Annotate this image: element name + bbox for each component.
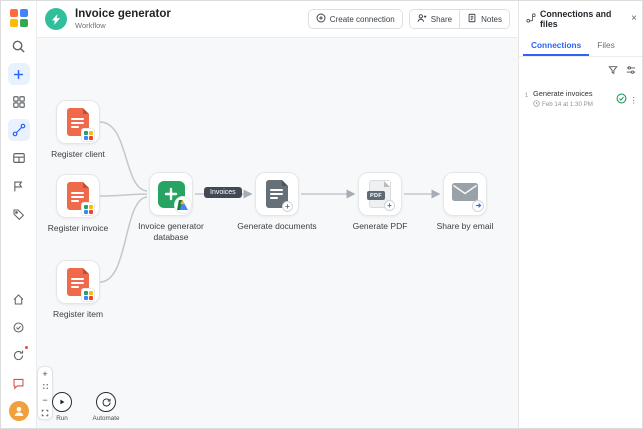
email-envelope-icon bbox=[443, 172, 487, 216]
panel-title: Connections and files bbox=[540, 9, 612, 29]
automate-label: Automate bbox=[92, 415, 120, 422]
drive-badge-icon bbox=[174, 196, 191, 213]
sort-settings-icon[interactable] bbox=[626, 62, 636, 80]
zoom-out-button[interactable]: − bbox=[42, 394, 48, 405]
node-generate-documents[interactable]: + Generate documents bbox=[232, 172, 322, 232]
workflow-header: Invoice generator Workflow Create connec… bbox=[37, 1, 518, 38]
button-divider bbox=[459, 10, 461, 28]
panel-tabs: Connections Files bbox=[519, 35, 642, 57]
share-notes-group: Share Notes bbox=[408, 9, 510, 29]
notification-dot bbox=[23, 345, 29, 350]
share-icon bbox=[417, 13, 427, 25]
node-register-client[interactable]: Register client bbox=[37, 100, 123, 160]
zoom-in-button[interactable]: + bbox=[42, 368, 48, 379]
notes-label: Notes bbox=[481, 14, 502, 24]
run-label: Run bbox=[56, 415, 68, 422]
sheets-grid-badge-icon bbox=[82, 203, 94, 215]
node-label: Share by email bbox=[436, 221, 494, 231]
node-label: Generate PDF bbox=[352, 221, 408, 231]
workflows-icon[interactable] bbox=[7, 119, 30, 141]
search-icon[interactable] bbox=[8, 35, 30, 57]
document-icon: + bbox=[255, 172, 299, 216]
page-title: Invoice generator bbox=[75, 8, 171, 20]
run-button[interactable]: Run bbox=[45, 392, 79, 422]
sync-icon[interactable] bbox=[8, 344, 30, 366]
node-label: Generate documents bbox=[237, 221, 317, 231]
workflow-avatar-icon bbox=[45, 8, 67, 30]
node-database[interactable]: Invoice generator database bbox=[126, 172, 216, 242]
edge-badge-invoices[interactable]: Invoices bbox=[204, 187, 242, 198]
close-icon[interactable]: × bbox=[631, 13, 637, 24]
create-connection-icon bbox=[316, 13, 326, 25]
row-index: 1 bbox=[524, 92, 529, 99]
create-plus-icon[interactable] bbox=[7, 63, 30, 85]
node-generate-pdf[interactable]: PDF + Generate PDF bbox=[335, 172, 425, 232]
connection-title: Generate invoices bbox=[533, 89, 593, 98]
tab-files[interactable]: Files bbox=[597, 40, 615, 50]
pdf-label: PDF bbox=[367, 191, 385, 200]
page-subtitle: Workflow bbox=[75, 21, 106, 30]
notes-icon bbox=[467, 13, 477, 25]
fit-view-icon[interactable] bbox=[38, 406, 52, 419]
workflow-canvas[interactable]: Invoices Register client bbox=[37, 38, 518, 428]
plus-badge-icon: + bbox=[282, 201, 293, 212]
drag-handle-icon[interactable] bbox=[38, 380, 52, 393]
node-label: Register item bbox=[52, 309, 104, 319]
zoom-widget: + − bbox=[37, 366, 53, 420]
workflow-edges bbox=[99, 121, 441, 283]
node-label: Register invoice bbox=[47, 223, 109, 233]
left-sidebar bbox=[1, 1, 37, 428]
filter-icon[interactable] bbox=[608, 62, 618, 80]
app-logo-icon[interactable] bbox=[9, 9, 28, 27]
chat-icon[interactable] bbox=[8, 372, 30, 394]
node-register-item[interactable]: Register item bbox=[37, 260, 123, 320]
flag-icon[interactable] bbox=[8, 175, 30, 197]
play-icon bbox=[52, 392, 72, 412]
create-connection-button[interactable]: Create connection bbox=[307, 9, 403, 29]
form-doc-icon bbox=[56, 100, 100, 144]
database-sheet-icon bbox=[149, 172, 193, 216]
kebab-menu-icon[interactable]: ⋮ bbox=[629, 94, 639, 105]
tasks-check-icon[interactable] bbox=[8, 316, 30, 338]
node-label: Invoice generator database bbox=[138, 221, 204, 242]
automate-icon bbox=[96, 392, 116, 412]
connections-panel-icon bbox=[526, 10, 536, 28]
sheets-grid-badge-icon bbox=[82, 289, 94, 301]
tag-icon[interactable] bbox=[8, 203, 30, 225]
plus-badge-icon: + bbox=[384, 200, 395, 211]
success-check-icon bbox=[616, 91, 627, 109]
connection-timestamp: Feb 14 at 1:30 PM bbox=[542, 101, 593, 108]
sheets-grid-badge-icon bbox=[82, 129, 94, 141]
clock-icon bbox=[533, 100, 540, 109]
share-label: Share bbox=[430, 14, 453, 24]
form-doc-icon bbox=[56, 260, 100, 304]
tab-connections[interactable]: Connections bbox=[523, 35, 590, 56]
node-share-by-email[interactable]: Share by email bbox=[420, 172, 510, 232]
tables-icon[interactable] bbox=[8, 147, 30, 169]
automate-button[interactable]: Automate bbox=[89, 392, 123, 422]
connection-row[interactable]: 1 Generate invoices Feb 14 at 1:30 PM ⋮ bbox=[519, 85, 642, 113]
user-avatar[interactable] bbox=[8, 400, 30, 422]
share-button[interactable]: Share bbox=[409, 10, 460, 28]
pdf-doc-icon: PDF + bbox=[358, 172, 402, 216]
canvas-actions: Run Automate bbox=[45, 392, 123, 422]
home-icon[interactable] bbox=[8, 288, 30, 310]
apps-grid-icon[interactable] bbox=[8, 91, 30, 113]
send-arrow-badge-icon bbox=[472, 199, 484, 212]
create-connection-label: Create connection bbox=[329, 14, 395, 24]
form-doc-icon bbox=[56, 174, 100, 218]
notes-button[interactable]: Notes bbox=[460, 10, 509, 28]
node-label: Register client bbox=[51, 149, 105, 159]
connections-panel: Connections and files × Connections File… bbox=[518, 1, 642, 428]
node-register-invoice[interactable]: Register invoice bbox=[37, 174, 123, 234]
